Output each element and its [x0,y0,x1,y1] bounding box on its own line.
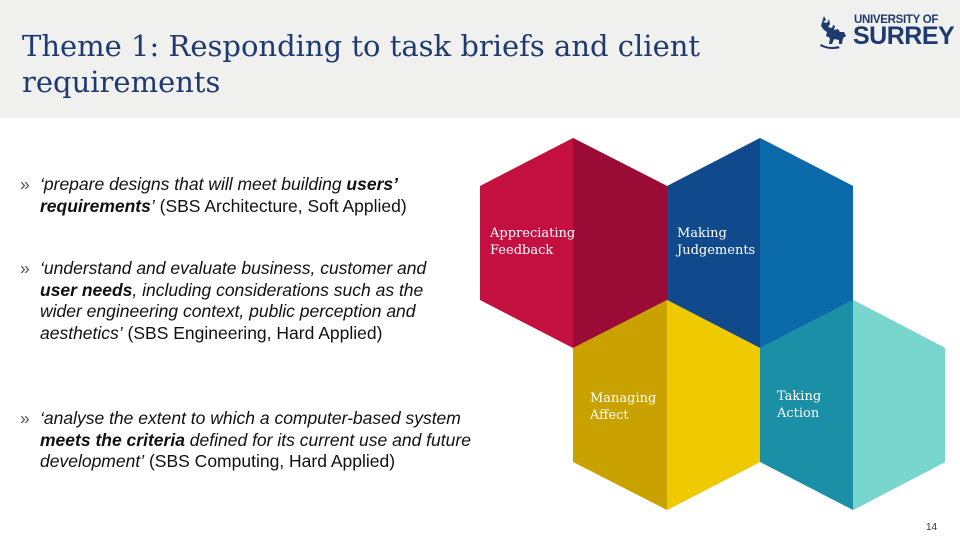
bullet-quote-end: ’ [150,195,155,216]
hex-label-line: Feedback [490,243,554,258]
hex-label-line: Affect [590,408,629,423]
hex-label-line: Making [677,226,727,241]
bullet-item: » ‘prepare designs that will meet buildi… [20,174,480,217]
hex-label-making-judgements: Making Judgements [677,225,755,259]
bullet-item: » ‘analyse the extent to which a compute… [20,408,480,473]
bullet-quote-start: ‘understand and evaluate business, custo… [40,258,427,278]
hex-label-line: Managing [590,391,657,406]
logo-text-line2: SURREY [853,22,955,50]
hex-label-line: Action [777,406,820,421]
slide-title: Theme 1: Responding to task briefs and c… [22,29,701,99]
bullet-quote-end: , including considerations such as the w… [40,279,424,343]
bullet-item: » ‘understand and evaluate business, cus… [20,258,480,344]
bullet-source: (SBS Engineering, Hard Applied) [122,322,383,343]
university-logo: UNIVERSITY OF SURREY [818,12,955,52]
bullet-text: ‘understand and evaluate business, custo… [40,258,460,344]
hex-label-taking-action: Taking Action [777,388,821,422]
bullet-marker: » [20,258,30,278]
bullet-source: (SBS Architecture, Soft Applied) [154,195,407,216]
page-number: 14 [926,522,938,533]
hex-label-managing-affect: Managing Affect [590,390,656,424]
bullet-marker: » [20,408,30,428]
bullet-quote-start: ‘prepare designs that will meet building [40,174,347,194]
bullet-quote-end: defined for its current use and future d… [40,429,471,472]
hex-appreciating-feedback [480,138,667,348]
logo-text-line1: UNIVERSITY OF [854,14,939,26]
bullet-emphasis: user needs [40,279,133,300]
bullet-quote-start: ‘analyse the extent to which a computer-… [40,408,461,428]
bullet-emphasis: meets the criteria [40,429,185,450]
hex-label-line: Appreciating [490,226,576,241]
bullet-emphasis: users’ requirements [40,174,398,216]
header-band [0,0,960,118]
bullet-source: (SBS Computing, Hard Applied) [144,451,396,471]
hex-label-line: Taking [777,389,822,404]
hex-making-judgements [667,138,853,348]
bullet-marker: » [20,174,30,194]
bullet-text: ‘prepare designs that will meet building… [40,174,480,217]
hex-taking-action [760,300,945,510]
hex-label-line: Judgements [677,243,756,258]
hex-managing-affect [573,300,760,510]
hex-label-appreciating-feedback: Appreciating Feedback [490,225,575,259]
stag-crest-icon [820,16,846,50]
bullet-text: ‘analyse the extent to which a computer-… [40,408,480,473]
